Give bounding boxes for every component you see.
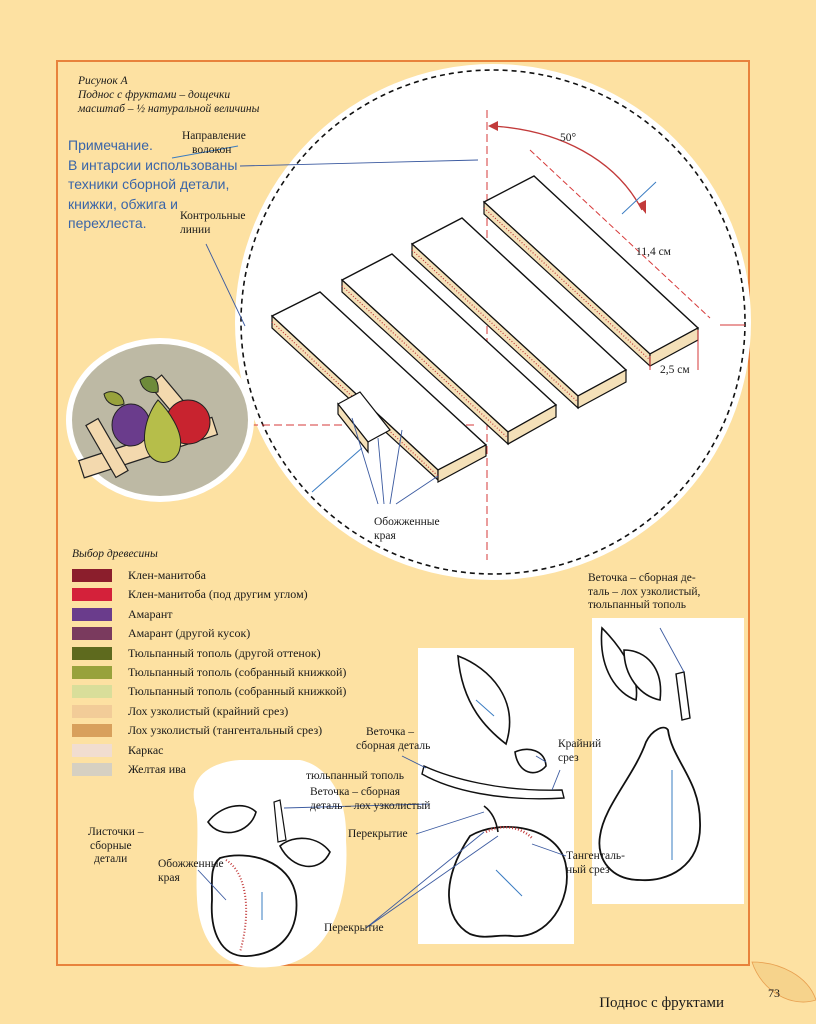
- board-4: [482, 175, 700, 368]
- cross-support: [337, 391, 391, 454]
- legend-item: Лох узколистый (тангентальный срез): [72, 721, 372, 740]
- legend-label: Амарант: [128, 606, 173, 621]
- overlap-label-top: Перекрытие: [348, 828, 408, 840]
- legend-label: Клен-манитоба: [128, 568, 206, 582]
- figure-caption: Рисунок A Поднос с фруктами – дощечки ма…: [78, 74, 259, 116]
- end-cut-label: Крайний срез: [558, 738, 601, 765]
- corner-leaf: [751, 961, 816, 1003]
- burned-edges-bottom-line-2: края: [158, 871, 180, 884]
- twig-mid-line-1: Веточка –: [366, 726, 415, 738]
- legend-label: Лох узколистый (крайний срез): [128, 703, 289, 718]
- angle-label: 50°: [560, 132, 577, 144]
- leaves-line-2: сборные: [90, 839, 132, 852]
- legend-swatch: [72, 666, 112, 679]
- legend-item: Клен-манитоба (под другим углом): [72, 585, 372, 604]
- twig-top-line-2: таль – лох узколистый,: [588, 585, 701, 598]
- preview-thumbnail: [66, 338, 254, 502]
- legend-label: Желтая ива: [128, 762, 186, 776]
- control-lines-label: Контрольные линии: [180, 210, 246, 237]
- twig-mid-line-2: сборная деталь: [356, 739, 431, 752]
- page-number: 73: [768, 986, 780, 1000]
- legend-item: Лох узколистый (крайний срез): [72, 702, 372, 721]
- legend-swatch: [72, 704, 112, 718]
- burned-edges-label: Обожженные края: [374, 516, 440, 543]
- caption-line-3: масштаб – ½ натуральной величины: [78, 103, 260, 115]
- legend-swatch: [72, 743, 112, 757]
- legend-swatch: [72, 569, 112, 582]
- legend-item: Клен-манитоба: [72, 566, 372, 585]
- tangential-label: Тангенталь- ный срез: [566, 850, 625, 877]
- legend-item: Желтая ива: [72, 760, 372, 779]
- legend-swatch: [72, 627, 112, 641]
- control-lines-line-2: линии: [180, 223, 211, 236]
- legend-swatch: [72, 588, 112, 602]
- footer-title: Поднос с фруктами: [599, 995, 724, 1011]
- grain-direction-line-2: волокон: [192, 143, 232, 156]
- caption-line-1: Рисунок A: [78, 75, 128, 87]
- control-lines-line-1: Контрольные: [180, 210, 246, 222]
- twig-top-line-3: тюльпанный тополь: [588, 599, 686, 611]
- legend-swatch: [72, 646, 112, 660]
- legend-label: Клен-манитоба (под другим углом): [128, 587, 308, 602]
- legend-item: Амарант (другой кусок): [72, 624, 372, 643]
- legend-swatch: [72, 763, 112, 776]
- length-label: 11,4 см: [636, 246, 671, 258]
- twig-left-line-2: деталь – лох узколистый: [310, 799, 431, 812]
- legend-item: Тюльпанный тополь (собранный книжкой): [72, 663, 372, 682]
- grain-direction-line-1: Направление: [182, 130, 246, 142]
- legend-label: Амарант (другой кусок): [128, 626, 251, 641]
- caption-line-2: Поднос с фруктами – дощечки: [78, 89, 231, 101]
- legend-label: Каркас: [128, 742, 164, 757]
- twig-top-line-1: Веточка – сборная де-: [588, 572, 696, 584]
- twig-top-label: Веточка – сборная де- таль – лох узколис…: [588, 572, 700, 613]
- legend-swatch: [72, 607, 112, 621]
- burned-edges-line-1: Обожженные: [374, 516, 440, 528]
- twig-left-line-1: Веточка – сборная: [310, 786, 401, 798]
- width-label: 2,5 см: [660, 364, 690, 376]
- tulip-poplar-label: тюльпанный тополь: [306, 770, 404, 782]
- twig-mid-label: Веточка – сборная деталь: [356, 726, 430, 753]
- legend-label: Тюльпанный тополь (собранный книжкой): [128, 665, 347, 679]
- tangential-line-1: Тангенталь-: [566, 850, 626, 862]
- leaves-label: Листочки – сборные детали: [88, 826, 144, 867]
- overlap-label-bottom: Перекрытие: [324, 922, 384, 934]
- legend-item: Тюльпанный тополь (другой оттенок): [72, 644, 372, 663]
- legend-label: Лох узколистый (тангентальный срез): [128, 723, 323, 738]
- board-3: [410, 217, 628, 410]
- leaves-line-3: детали: [94, 853, 128, 865]
- legend-label: Тюльпанный тополь (собранный книжкой): [128, 684, 347, 699]
- legend-swatch: [72, 724, 112, 738]
- twig-left-label: Веточка – сборная деталь – лох узколисты…: [310, 786, 430, 813]
- legend-item: Амарант: [72, 605, 372, 624]
- page-frame: [56, 60, 750, 966]
- legend-swatch: [72, 685, 112, 699]
- note-body: В интарсии использованы техники сборной …: [68, 156, 238, 232]
- note-title: Примечание.: [68, 137, 153, 153]
- board-2: [340, 253, 558, 446]
- leaves-line-1: Листочки –: [88, 826, 144, 838]
- legend-item: Тюльпанный тополь (собранный книжкой): [72, 682, 372, 701]
- control-circle: [240, 69, 746, 575]
- burned-edges-line-2: края: [374, 529, 396, 542]
- legend-item: Каркас: [72, 741, 372, 760]
- end-cut-line-2: срез: [558, 751, 579, 764]
- legend-label: Тюльпанный тополь (другой оттенок): [128, 645, 321, 660]
- grain-direction-label: Направление волокон: [182, 130, 246, 157]
- legend-title: Выбор древесины: [72, 548, 158, 560]
- end-cut-line-1: Крайний: [558, 738, 602, 750]
- note-box: Примечание. В интарсии использованы техн…: [68, 136, 238, 234]
- tangential-line-2: ный срез: [566, 863, 610, 876]
- burned-edges-bottom-line-1: Обожженные: [158, 858, 224, 870]
- burned-edges-bottom-label: Обожженные края: [158, 858, 224, 885]
